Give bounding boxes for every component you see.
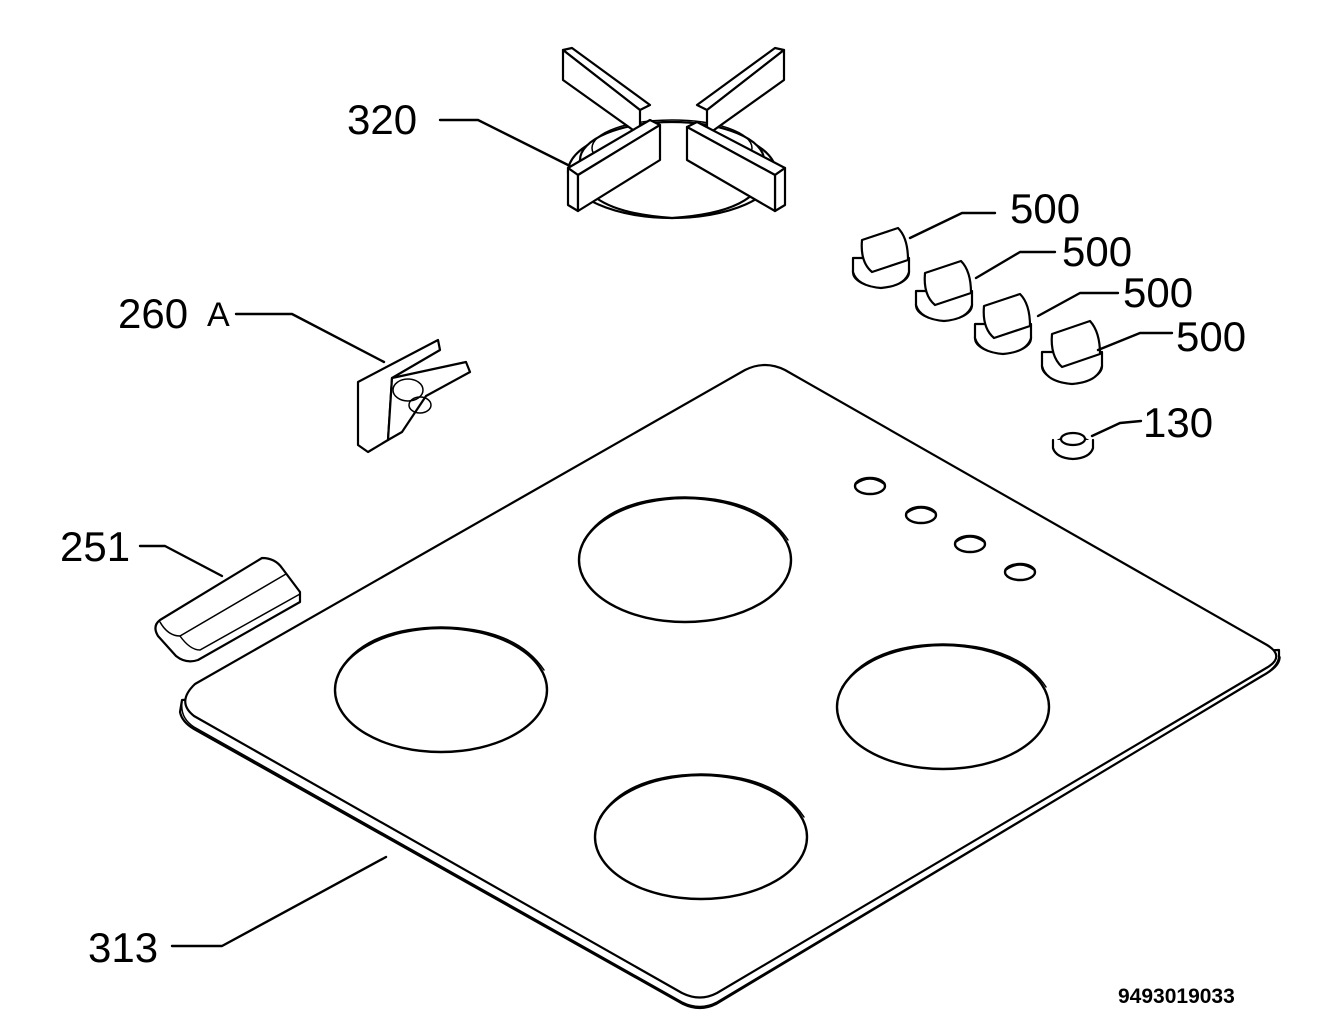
burner-cutout-right bbox=[835, 643, 1051, 771]
bracket-part bbox=[154, 556, 302, 663]
clip-part bbox=[356, 338, 472, 454]
callout-130: 130 bbox=[1143, 399, 1213, 446]
hob-top-surface bbox=[184, 363, 1278, 999]
burner-cutout-front bbox=[593, 773, 809, 901]
burner-cutout-left bbox=[333, 626, 549, 754]
ignition-button bbox=[1051, 431, 1095, 461]
leader-lines bbox=[138, 118, 1174, 948]
callout-500-knob-3: 500 bbox=[1123, 269, 1193, 316]
callout-500-knob-1: 500 bbox=[1010, 185, 1080, 232]
callout-500-knob-4: 500 bbox=[1176, 313, 1246, 360]
hob-top-plate bbox=[178, 363, 1281, 1010]
control-knob-3 bbox=[973, 292, 1033, 356]
callout-500-knob-2: 500 bbox=[1062, 228, 1132, 275]
callout-313: 313 bbox=[88, 924, 158, 971]
burner-cutout-rear bbox=[577, 496, 793, 624]
control-knob-4 bbox=[1040, 319, 1104, 386]
callout-260: 260 bbox=[118, 290, 188, 337]
document-number: 9493019033 bbox=[1118, 985, 1235, 1008]
callout-251: 251 bbox=[60, 523, 130, 570]
callout-320: 320 bbox=[347, 96, 417, 143]
pan-support-grate bbox=[561, 46, 787, 220]
callout-260-suffix: A bbox=[207, 296, 230, 334]
control-knob-2 bbox=[914, 259, 974, 323]
control-knob-1 bbox=[851, 226, 911, 290]
knob-holes bbox=[853, 476, 1037, 582]
